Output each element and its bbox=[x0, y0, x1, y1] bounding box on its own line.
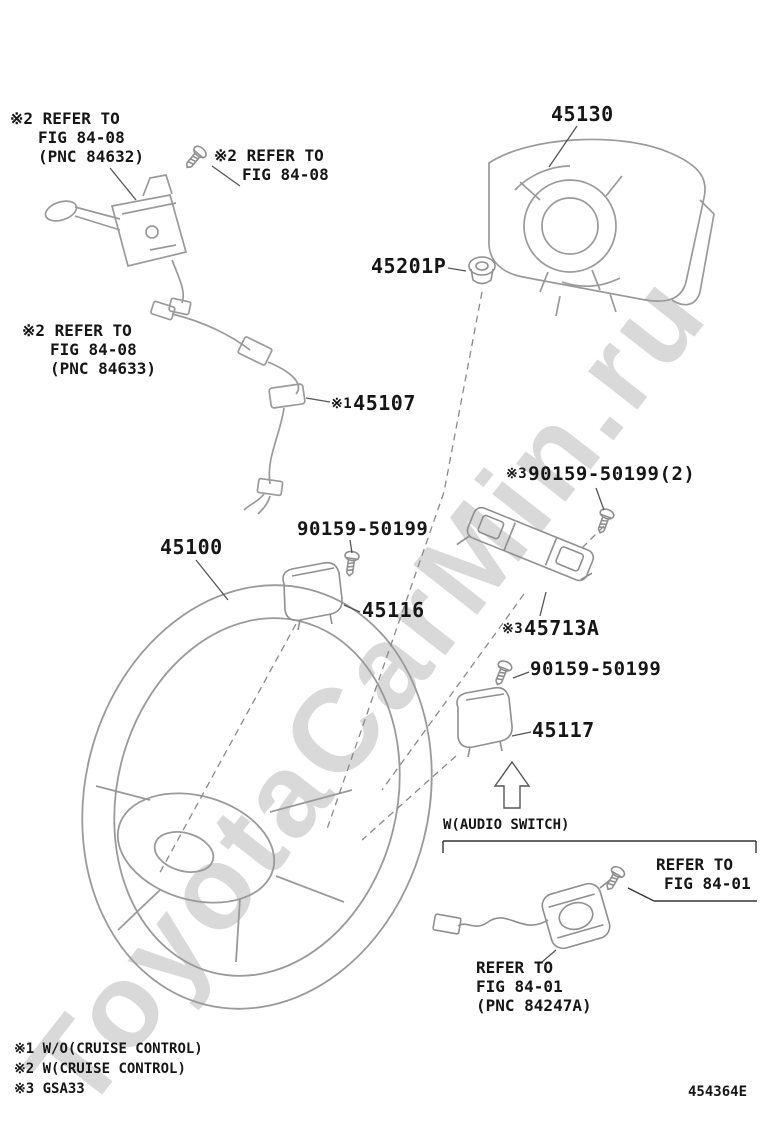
audio-section-lines bbox=[442, 840, 757, 902]
ref-line: ※2 REFER TO bbox=[214, 146, 324, 165]
part-number: 90159-50199(2) bbox=[528, 463, 696, 485]
footnote-3: ※3 GSA33 bbox=[14, 1081, 85, 1097]
audio-switch-section-caption: W(AUDIO SWITCH) bbox=[443, 817, 570, 833]
part-number-45117: 45117 bbox=[532, 718, 595, 742]
part-number-45130: 45130 bbox=[551, 102, 614, 126]
steering-wheel-drawing bbox=[81, 584, 433, 1010]
part-number-45107: ※145107 bbox=[331, 391, 416, 415]
ref-line: FIG 84-08 bbox=[50, 340, 137, 359]
footnote-1: ※1 W/O(CRUISE CONTROL) bbox=[14, 1041, 203, 1057]
leader-lines bbox=[109, 125, 605, 963]
ref-note-pnc84247a: REFER TO FIG 84-01 (PNC 84247A) bbox=[476, 958, 592, 1015]
ref-line: FIG 84-08 bbox=[38, 128, 125, 147]
ref-line: (PNC 84632) bbox=[38, 147, 144, 166]
wire-harness-drawing bbox=[150, 300, 306, 515]
part-note-mark: ※3 bbox=[502, 621, 524, 637]
part-number-45100: 45100 bbox=[160, 535, 223, 559]
ref-line: (PNC 84633) bbox=[50, 359, 156, 378]
ref-note-fig84-01: REFER TO FIG 84-01 bbox=[656, 855, 751, 893]
ref-line: FIG 84-01 bbox=[476, 977, 563, 996]
part-note-mark: ※1 bbox=[331, 396, 353, 412]
ref-line: REFER TO bbox=[476, 958, 554, 977]
footnote-2: ※2 W(CRUISE CONTROL) bbox=[14, 1061, 186, 1077]
part-number-45201p: 45201P bbox=[371, 254, 447, 278]
ref-line: ※2 REFER TO bbox=[22, 321, 132, 340]
ref-line: FIG 84-08 bbox=[242, 165, 329, 184]
ref-line: REFER TO bbox=[656, 855, 734, 874]
part-number-90159-50199-upper: 90159-50199 bbox=[297, 518, 429, 540]
ref-line: FIG 84-01 bbox=[664, 874, 751, 893]
part-number: 45713A bbox=[524, 616, 600, 640]
part-number-90159-50199-lower: 90159-50199 bbox=[530, 658, 662, 680]
horn-pad-drawing bbox=[488, 138, 715, 317]
ref-note-fig84-08: ※2 REFER TO FIG 84-08 bbox=[214, 146, 329, 184]
part-number-45116: 45116 bbox=[362, 598, 425, 622]
part-number-90159-50199-2: ※390159-50199(2) bbox=[506, 463, 695, 485]
drawing-code: 454364E bbox=[688, 1084, 748, 1100]
up-arrow bbox=[493, 760, 531, 809]
ref-line: ※2 REFER TO bbox=[10, 109, 120, 128]
part-number: 45107 bbox=[353, 391, 416, 415]
bracket-45713a-drawing bbox=[456, 506, 595, 582]
part-note-mark: ※3 bbox=[506, 466, 528, 482]
grommet-45201p-drawing bbox=[468, 256, 496, 285]
ref-note-pnc84632: ※2 REFER TO FIG 84-08 (PNC 84632) bbox=[10, 109, 144, 166]
audio-switch-drawing bbox=[432, 879, 611, 950]
switch-45116-drawing bbox=[282, 561, 343, 631]
combination-switch-drawing bbox=[44, 174, 192, 316]
ref-line: (PNC 84247A) bbox=[476, 996, 592, 1015]
switch-45117-drawing bbox=[456, 686, 513, 758]
assembly-dash-lines bbox=[157, 291, 605, 877]
part-number-45713a: ※345713A bbox=[502, 616, 599, 640]
ref-note-pnc84633: ※2 REFER TO FIG 84-08 (PNC 84633) bbox=[22, 321, 156, 378]
